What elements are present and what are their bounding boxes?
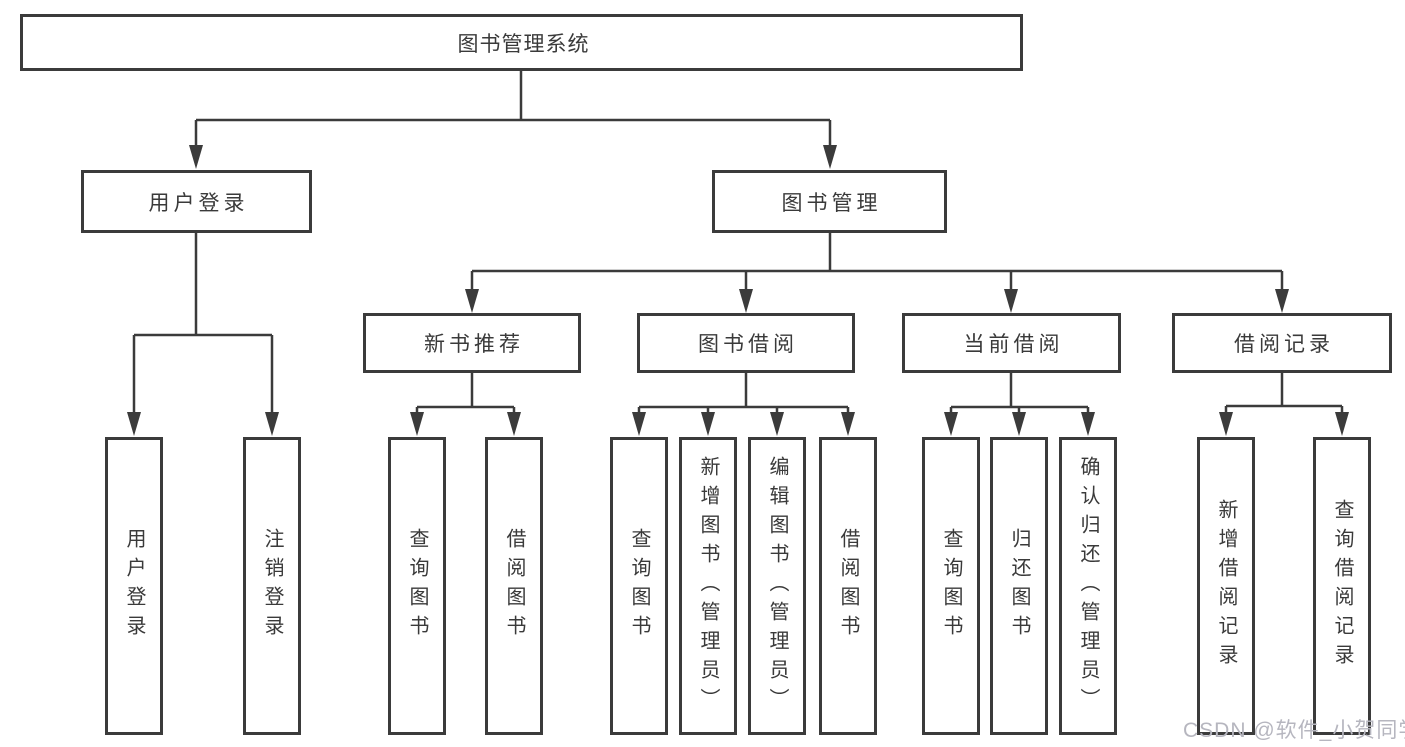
node-label: 确认归还（管理员） bbox=[1077, 455, 1099, 717]
csdn-watermark: CSDN @软件_小贺同学 bbox=[1183, 719, 1405, 742]
leaf-add-borrow-record: 新增借阅记录 bbox=[1197, 437, 1255, 735]
node-label: 新增图书（管理员） bbox=[697, 455, 719, 717]
node-root-system: 图书管理系统 bbox=[20, 14, 1023, 71]
leaf-confirm-return-admin: 确认归还（管理员） bbox=[1059, 437, 1117, 735]
leaf-query-borrow-record: 查询借阅记录 bbox=[1313, 437, 1371, 735]
leaf-logout: 注销登录 bbox=[243, 437, 301, 735]
node-label: 注销登录 bbox=[261, 528, 283, 644]
leaf-borrow-books: 借阅图书 bbox=[819, 437, 877, 735]
node-label: 用户登录 bbox=[123, 528, 145, 644]
node-label: 查询图书 bbox=[628, 528, 650, 644]
node-label: 借阅图书 bbox=[837, 528, 859, 644]
leaf-add-books-admin: 新增图书（管理员） bbox=[679, 437, 737, 735]
node-label: 图书管理 bbox=[781, 191, 882, 215]
node-label: 当前借阅 bbox=[963, 333, 1064, 356]
node-label: 图书管理系统 bbox=[457, 32, 590, 56]
node-label: 图书借阅 bbox=[698, 333, 798, 356]
leaf-query-books-recommend: 查询图书 bbox=[388, 437, 446, 735]
node-book-management: 图书管理 bbox=[712, 170, 947, 233]
node-user-login: 用户登录 bbox=[81, 170, 312, 233]
leaf-return-books: 归还图书 bbox=[990, 437, 1048, 735]
leaf-query-books-current: 查询图书 bbox=[922, 437, 980, 735]
leaf-borrow-books-recommend: 借阅图书 bbox=[485, 437, 543, 735]
node-label: 借阅记录 bbox=[1234, 333, 1334, 356]
node-book-borrowing: 图书借阅 bbox=[637, 313, 855, 373]
node-label: 借阅图书 bbox=[503, 528, 525, 644]
node-label: 编辑图书（管理员） bbox=[766, 455, 788, 717]
node-label: 归还图书 bbox=[1008, 528, 1030, 644]
node-new-book-recommend: 新书推荐 bbox=[363, 313, 581, 373]
arrowheads bbox=[127, 145, 1349, 436]
node-label: 查询图书 bbox=[940, 528, 962, 644]
node-label: 新增借阅记录 bbox=[1215, 499, 1237, 673]
leaf-query-books-borrow: 查询图书 bbox=[610, 437, 668, 735]
leaf-user-login: 用户登录 bbox=[105, 437, 163, 735]
node-label: 查询借阅记录 bbox=[1331, 499, 1353, 673]
node-borrowing-records: 借阅记录 bbox=[1172, 313, 1392, 373]
node-label: 用户登录 bbox=[148, 191, 249, 215]
node-label: 查询图书 bbox=[406, 528, 428, 644]
node-current-borrowing: 当前借阅 bbox=[902, 313, 1121, 373]
leaf-edit-books-admin: 编辑图书（管理员） bbox=[748, 437, 806, 735]
node-label: 新书推荐 bbox=[424, 333, 524, 356]
